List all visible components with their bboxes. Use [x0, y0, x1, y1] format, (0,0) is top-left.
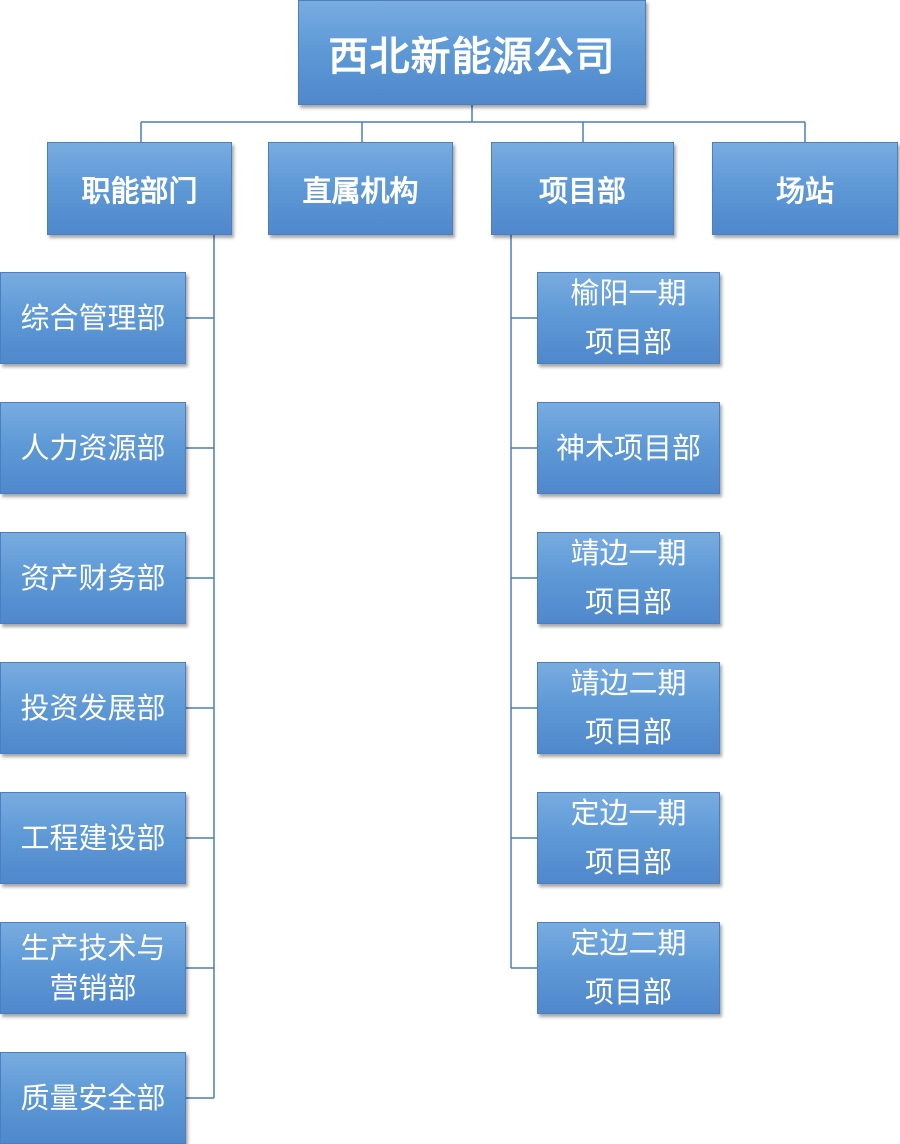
branch-node-stations: 场站 [712, 142, 898, 235]
node-label: 质量安全部 [20, 1080, 166, 1115]
functional-node-7: 质量安全部 [0, 1052, 186, 1144]
root-node: 西北新能源公司 [298, 0, 646, 105]
node-label: 工程建设部 [20, 820, 166, 855]
functional-node-4: 投资发展部 [0, 662, 186, 754]
node-label: 靖边一期项目部 [570, 536, 687, 619]
functional-node-3: 资产财务部 [0, 532, 186, 624]
node-label: 定边一期项目部 [570, 796, 687, 879]
functional-node-6: 生产技术与营销部 [0, 922, 186, 1014]
node-label: 榆阳一期项目部 [570, 276, 687, 359]
node-label: 生产技术与营销部 [20, 931, 166, 1005]
branch-label: 直属机构 [302, 173, 419, 208]
node-label: 神木项目部 [555, 430, 701, 465]
functional-node-5: 工程建设部 [0, 792, 186, 884]
node-label: 定边二期项目部 [570, 926, 687, 1009]
branch-node-functional: 职能部门 [47, 142, 232, 235]
node-label: 靖边二期项目部 [570, 666, 687, 749]
branch-label: 职能部门 [81, 173, 198, 208]
branch-node-projects: 项目部 [491, 142, 674, 235]
branch-node-direct: 直属机构 [268, 142, 453, 235]
functional-node-1: 综合管理部 [0, 272, 186, 364]
project-node-4: 靖边二期项目部 [537, 662, 720, 754]
project-node-3: 靖边一期项目部 [537, 532, 720, 624]
project-node-2: 神木项目部 [537, 402, 720, 494]
functional-node-2: 人力资源部 [0, 402, 186, 494]
branch-label: 场站 [775, 173, 834, 208]
project-node-1: 榆阳一期项目部 [537, 272, 720, 364]
node-label: 人力资源部 [20, 430, 166, 465]
node-label: 投资发展部 [20, 690, 166, 725]
node-label: 综合管理部 [20, 300, 166, 335]
node-label: 资产财务部 [20, 560, 166, 595]
root-label: 西北新能源公司 [328, 33, 616, 80]
project-node-6: 定边二期项目部 [537, 922, 720, 1014]
branch-label: 项目部 [538, 173, 626, 208]
project-node-5: 定边一期项目部 [537, 792, 720, 884]
